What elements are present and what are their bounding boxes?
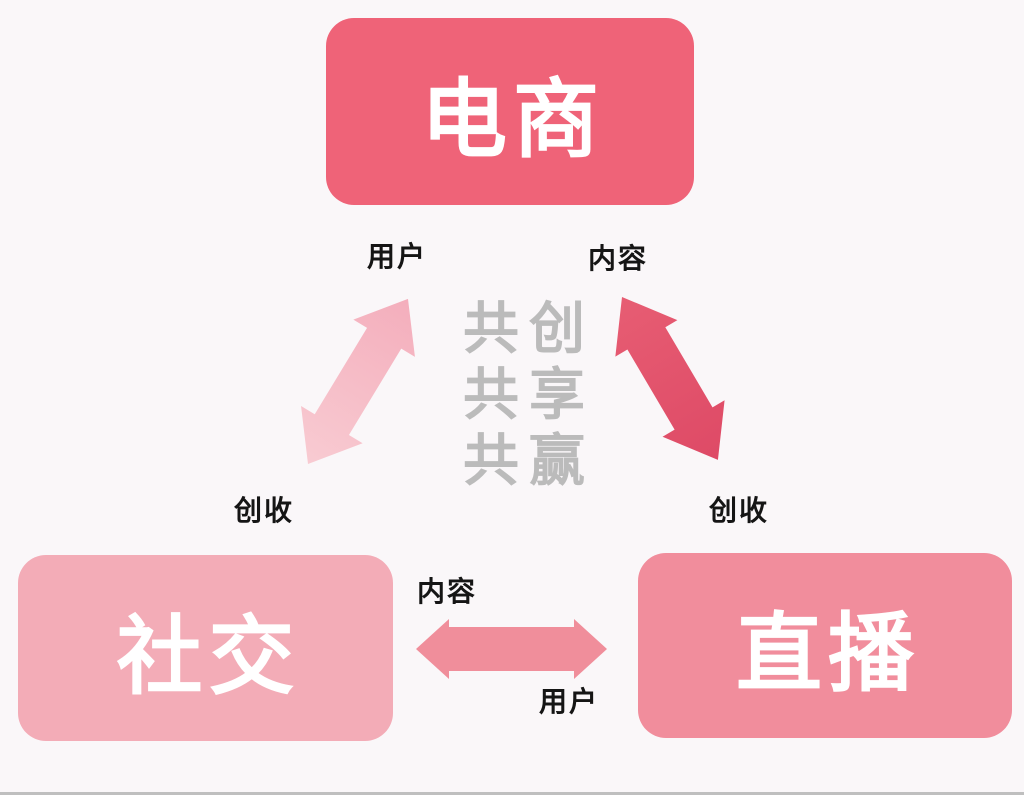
double-arrow-ecommerce-social: [301, 298, 415, 464]
image-bottom-edge: [0, 792, 1024, 795]
edge-label-ecommerce-live-bottom: 创收: [709, 495, 770, 526]
edge-label-ecommerce-social-bottom: 创收: [234, 495, 295, 526]
motto-line-2: 共享: [463, 363, 595, 426]
motto-line-1: 共创: [463, 297, 595, 360]
motto-line-3: 共赢: [463, 429, 595, 492]
edge-label-ecommerce-live-top: 内容: [588, 243, 649, 274]
double-arrow-social-live: [416, 619, 607, 679]
node-social: 社交: [18, 555, 393, 741]
edge-label-social-live-bottom: 用户: [539, 686, 600, 717]
center-motto: 共创 共享 共赢: [404, 296, 644, 494]
node-live: 直播: [638, 553, 1012, 738]
double-arrow-ecommerce-live: [615, 297, 725, 460]
node-live-label: 直播: [736, 606, 920, 702]
edge-label-ecommerce-social-top: 用户: [367, 241, 428, 272]
node-ecommerce: 电商: [326, 18, 694, 205]
node-ecommerce-label: 电商: [421, 72, 605, 168]
edge-label-social-live-top: 内容: [417, 576, 478, 607]
node-social-label: 社交: [116, 608, 301, 705]
